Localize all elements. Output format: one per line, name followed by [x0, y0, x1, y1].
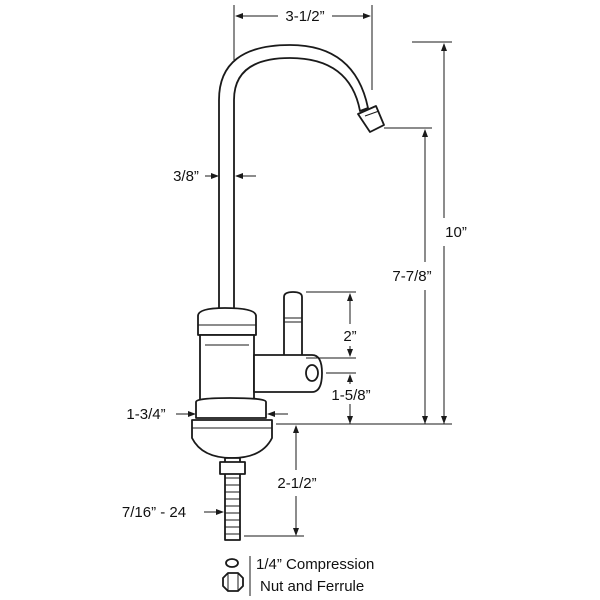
compression-nut-icon	[222, 572, 244, 592]
dimension-labels: 3-1/2” 10” 7-7/8” 3/8” 2” 1-5/8” 1-3/4” …	[122, 8, 467, 595]
label-shank-length: 2-1/2”	[277, 475, 316, 492]
label-spout-height: 7-7/8”	[392, 268, 431, 285]
spout-tube	[218, 44, 369, 313]
ferrule-icon	[225, 558, 239, 568]
label-base-diameter: 1-3/4”	[126, 406, 165, 423]
label-total-height: 10”	[445, 224, 467, 241]
label-compression-line2: Nut and Ferrule	[260, 578, 364, 595]
handle-hub	[253, 354, 323, 393]
label-thread-size: 7/16” - 24	[122, 504, 186, 521]
base-flange	[195, 397, 267, 419]
spout-tip	[357, 105, 385, 133]
label-compression-line1: 1/4” Compression	[256, 556, 374, 573]
faucet-drawing	[191, 44, 385, 592]
label-handle-height: 2”	[343, 328, 356, 345]
label-tube-diameter: 3/8”	[173, 168, 199, 185]
base-plate	[191, 419, 273, 459]
dimension-lines	[176, 5, 452, 596]
body-cap	[197, 307, 257, 336]
handle-lever	[283, 291, 303, 359]
label-spout-reach: 3-1/2”	[285, 8, 324, 25]
threaded-shank	[219, 457, 246, 541]
label-handle-offset: 1-5/8”	[331, 387, 370, 404]
